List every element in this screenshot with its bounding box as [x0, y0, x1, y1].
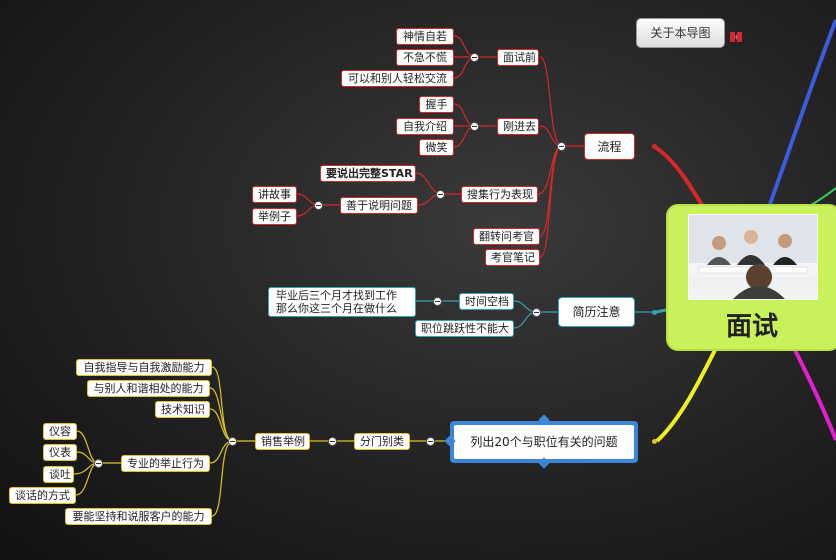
collapse-sales-toggle[interactable]: [228, 437, 237, 446]
item-appearance[interactable]: 仪表: [43, 444, 77, 461]
item-way-of-talking[interactable]: 谈话的方式: [9, 487, 76, 504]
collapse-gap-toggle[interactable]: [433, 297, 442, 306]
collapse-explain-toggle[interactable]: [314, 201, 323, 210]
item-self-motivation[interactable]: 自我指导与自我激励能力: [76, 359, 212, 376]
about-map-button[interactable]: 关于本导图: [636, 18, 725, 48]
collapse-category-toggle[interactable]: [328, 437, 337, 446]
item-get-along[interactable]: 与别人和谐相处的能力: [87, 380, 210, 397]
collapse-process-toggle[interactable]: [557, 142, 566, 151]
collapse-questions-toggle[interactable]: [426, 437, 435, 446]
item-smile[interactable]: 微笑: [419, 139, 454, 156]
item-easy-talk[interactable]: 可以和别人轻松交流: [341, 70, 454, 87]
item-handshake[interactable]: 握手: [419, 96, 454, 113]
item-gap-question[interactable]: 毕业后三个月才找到工作 那么你这三个月在做什么: [268, 287, 416, 317]
item-job-hopping[interactable]: 职位跳跃性不能大: [415, 320, 514, 337]
topic-professional-conduct[interactable]: 专业的举止行为: [121, 455, 210, 472]
collapse-resume-toggle[interactable]: [532, 308, 541, 317]
item-storytelling[interactable]: 讲故事: [252, 186, 297, 203]
collapse-conduct-toggle[interactable]: [94, 459, 103, 468]
item-self-intro[interactable]: 自我介绍: [396, 118, 454, 135]
item-grooming[interactable]: 仪容: [43, 423, 77, 440]
topic-time-gap[interactable]: 时间空档: [459, 293, 514, 310]
topic-list-questions[interactable]: 列出20个与职位有关的问题: [450, 421, 638, 463]
topic-behavior[interactable]: 搜集行为表现: [461, 186, 538, 203]
branch-dot: [652, 439, 657, 444]
branch-dot: [652, 144, 657, 149]
topic-list-questions-label: 列出20个与职位有关的问题: [454, 425, 634, 459]
item-persuade-customer[interactable]: 要能坚持和说服客户的能力: [65, 508, 212, 525]
collapse-behavior-toggle[interactable]: [436, 190, 445, 199]
collapse-before-toggle[interactable]: [470, 53, 479, 62]
topic-explain[interactable]: 善于说明问题: [340, 197, 418, 214]
collapse-entering-toggle[interactable]: [470, 122, 479, 131]
item-examples[interactable]: 举例子: [252, 208, 297, 225]
item-interviewer-notes[interactable]: 考官笔记: [485, 249, 540, 266]
topic-categorize[interactable]: 分门别类: [354, 433, 410, 450]
item-unhurried[interactable]: 不急不慌: [396, 49, 454, 66]
central-topic[interactable]: 面试: [666, 204, 836, 351]
topic-resume[interactable]: 简历注意: [558, 297, 635, 327]
topic-before-interview[interactable]: 面试前: [497, 49, 539, 66]
mindmap-app-icon[interactable]: [730, 31, 742, 43]
item-tech-knowledge[interactable]: 技术知识: [155, 401, 210, 418]
topic-process[interactable]: 流程: [584, 133, 635, 160]
item-composed[interactable]: 神情自若: [396, 28, 454, 45]
central-topic-title: 面试: [725, 312, 778, 342]
interview-photo: [688, 214, 818, 300]
item-reverse-question[interactable]: 翻转问考官: [473, 228, 540, 245]
topic-entering[interactable]: 刚进去: [497, 118, 539, 135]
branch-dot: [652, 310, 657, 315]
item-star[interactable]: 要说出完整STAR: [320, 165, 416, 182]
topic-sales-example[interactable]: 销售举例: [255, 433, 310, 450]
item-speech[interactable]: 谈吐: [43, 466, 74, 483]
